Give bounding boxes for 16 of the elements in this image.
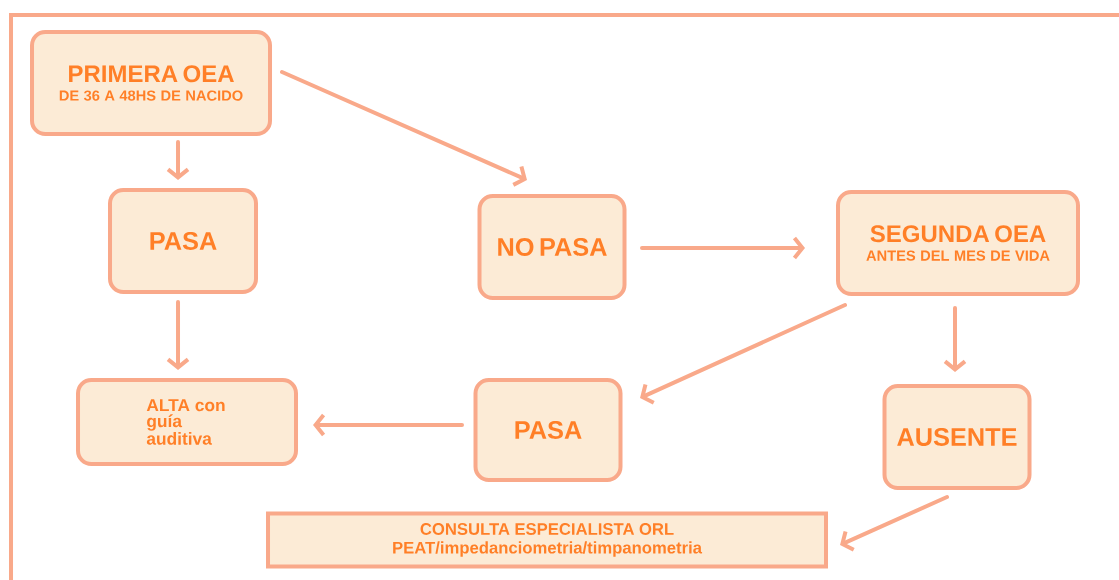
result-box: PASA — [108, 188, 258, 294]
referral-box: CONSULTA ESPECIALISTA ORL PEAT/impedanciometria/timpanometria — [266, 511, 828, 569]
arrow — [640, 236, 805, 260]
outcome-box: ALTA con guía auditiva — [76, 378, 298, 466]
result-box: NO PASA — [477, 194, 627, 300]
result-box: AUSENTE — [882, 384, 1032, 490]
arrow — [280, 70, 527, 187]
arrow — [166, 140, 190, 180]
process-box: SEGUNDA OEA ANTES DEL MES DE VIDA — [836, 190, 1080, 296]
result-box: PASA — [473, 378, 623, 482]
arrow — [840, 495, 949, 552]
arrow — [166, 300, 190, 370]
arrow — [943, 306, 967, 372]
arrow — [640, 303, 847, 405]
process-box: PRIMERA OEA DE 36 A 48HS DE NACIDO — [30, 30, 272, 136]
arrow — [313, 413, 464, 437]
